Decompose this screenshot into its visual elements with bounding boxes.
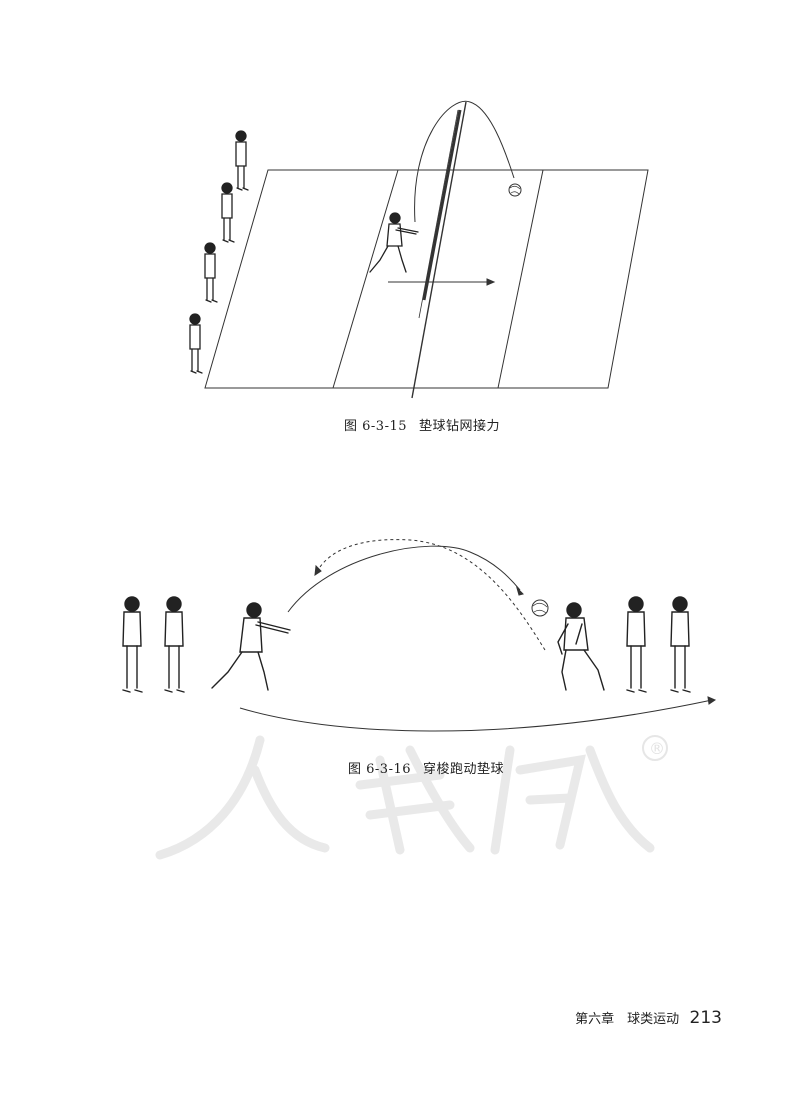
player-icon	[189, 313, 203, 374]
figure2-number: 图 6-3-16	[348, 762, 412, 777]
page-number: 213	[689, 1008, 722, 1028]
figure2-caption: 图 6-3-16 穿梭跑动垫球	[348, 758, 504, 777]
figure1-number: 图 6-3-15	[344, 419, 408, 434]
publisher-watermark: ®	[155, 735, 668, 860]
player-icon	[670, 596, 691, 693]
figure-court-relay-diagram	[189, 100, 649, 399]
player-icon	[204, 242, 218, 303]
court-line-right	[497, 169, 544, 389]
court-outline	[204, 169, 649, 389]
player-icon	[221, 182, 235, 243]
chapter-label: 第六章 球类运动	[575, 1012, 680, 1027]
net-band	[422, 109, 462, 301]
pass-arc-solid	[287, 545, 521, 613]
receiving-player-icon	[557, 602, 605, 691]
ball-trajectory-arc	[414, 100, 515, 223]
run-path-arrow	[239, 699, 713, 732]
page-footer: 第六章 球类运动 213	[575, 1008, 722, 1028]
figure1-title: 垫球钻网接力	[419, 419, 501, 434]
figure-shuttle-run-diagram	[122, 539, 717, 732]
player-icon	[164, 596, 185, 693]
passing-player-icon	[211, 602, 291, 691]
player-icon	[122, 596, 143, 693]
volleyball-icon	[508, 183, 522, 197]
passing-player-icon	[369, 212, 419, 273]
player-icon	[626, 596, 647, 693]
volleyball-icon	[531, 599, 549, 617]
pass-arc-dashed	[317, 539, 546, 651]
court-line-left	[332, 169, 399, 389]
figure2-title: 穿梭跑动垫球	[423, 762, 505, 777]
figure1-caption: 图 6-3-15 垫球钻网接力	[344, 415, 500, 434]
player-icon	[235, 130, 249, 191]
net-post	[411, 101, 467, 399]
svg-text:®: ®	[649, 739, 665, 758]
